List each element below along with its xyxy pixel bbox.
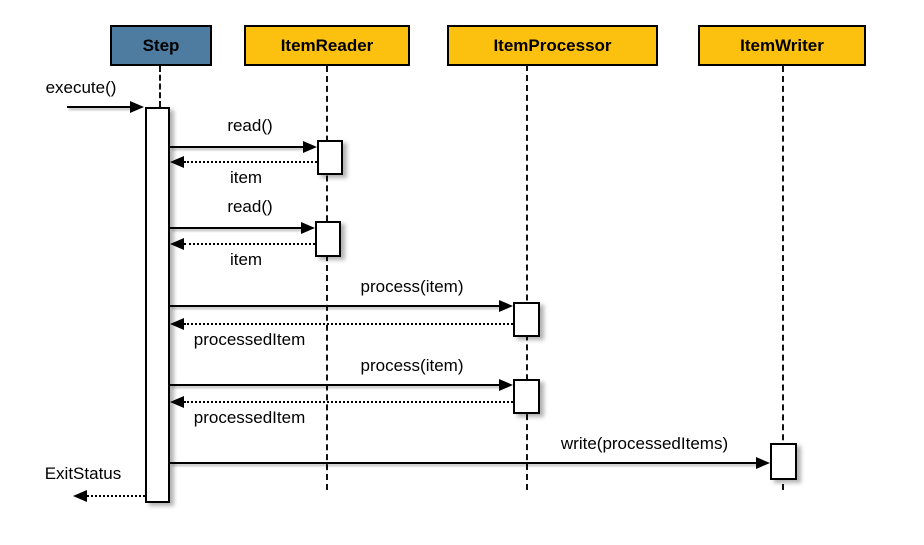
arrowhead-left-icon <box>170 318 184 330</box>
participant-label: ItemReader <box>280 35 374 55</box>
arrowhead-right-icon <box>756 457 770 469</box>
participant-label: ItemWriter <box>740 35 824 55</box>
lifeline-step <box>159 66 161 107</box>
arrowhead-right-icon <box>130 101 144 113</box>
activation-itemprocessor-1 <box>513 302 540 337</box>
participant-box-itemprocessor: ItemProcessor <box>447 25 658 66</box>
message-line-item-1 <box>184 161 317 163</box>
message-line-process-1 <box>170 305 499 307</box>
message-label-exitstatus: ExitStatus <box>44 464 122 483</box>
arrowhead-right-icon <box>499 300 513 312</box>
message-label-execute: execute() <box>45 78 117 97</box>
activation-itemprocessor-2 <box>513 379 540 414</box>
arrowhead-left-icon <box>170 396 184 408</box>
lifeline-itemwriter <box>782 66 784 490</box>
message-label-process-2: process(item) <box>360 356 464 375</box>
arrowhead-left-icon <box>170 238 184 250</box>
message-line-process-2 <box>170 384 499 386</box>
message-label-processeditem-1: processedItem <box>193 330 306 349</box>
activation-itemwriter <box>770 443 797 480</box>
message-label-write: write(processedItems) <box>560 434 729 453</box>
arrowhead-right-icon <box>303 141 317 153</box>
message-line-execute <box>67 106 130 108</box>
participant-label: Step <box>142 35 180 55</box>
message-label-item-2: item <box>229 250 263 269</box>
participant-box-step: Step <box>110 25 212 66</box>
message-label-process-1: process(item) <box>360 277 464 296</box>
message-line-processeditem-1 <box>184 323 513 325</box>
arrowhead-left-icon <box>170 156 184 168</box>
message-line-read-2 <box>170 227 301 229</box>
message-label-read-1: read() <box>227 116 273 135</box>
arrowhead-left-icon <box>73 490 87 502</box>
activation-bar-step <box>145 107 170 503</box>
message-line-read-1 <box>170 146 303 148</box>
message-label-read-2: read() <box>227 197 273 216</box>
message-line-item-2 <box>184 243 315 245</box>
arrowhead-right-icon <box>301 222 315 234</box>
lifeline-itemreader <box>326 66 328 490</box>
arrowhead-right-icon <box>499 379 513 391</box>
lifeline-itemprocessor <box>526 65 528 490</box>
participant-box-itemreader: ItemReader <box>244 25 410 66</box>
message-line-exitstatus <box>87 495 145 497</box>
activation-itemreader-2 <box>315 221 341 257</box>
activation-itemreader-1 <box>317 140 343 175</box>
message-line-write <box>170 462 756 464</box>
participant-box-itemwriter: ItemWriter <box>698 25 866 66</box>
message-label-item-1: item <box>229 168 263 187</box>
message-line-processeditem-2 <box>184 401 513 403</box>
participant-label: ItemProcessor <box>493 35 612 55</box>
message-label-processeditem-2: processedItem <box>193 408 306 427</box>
